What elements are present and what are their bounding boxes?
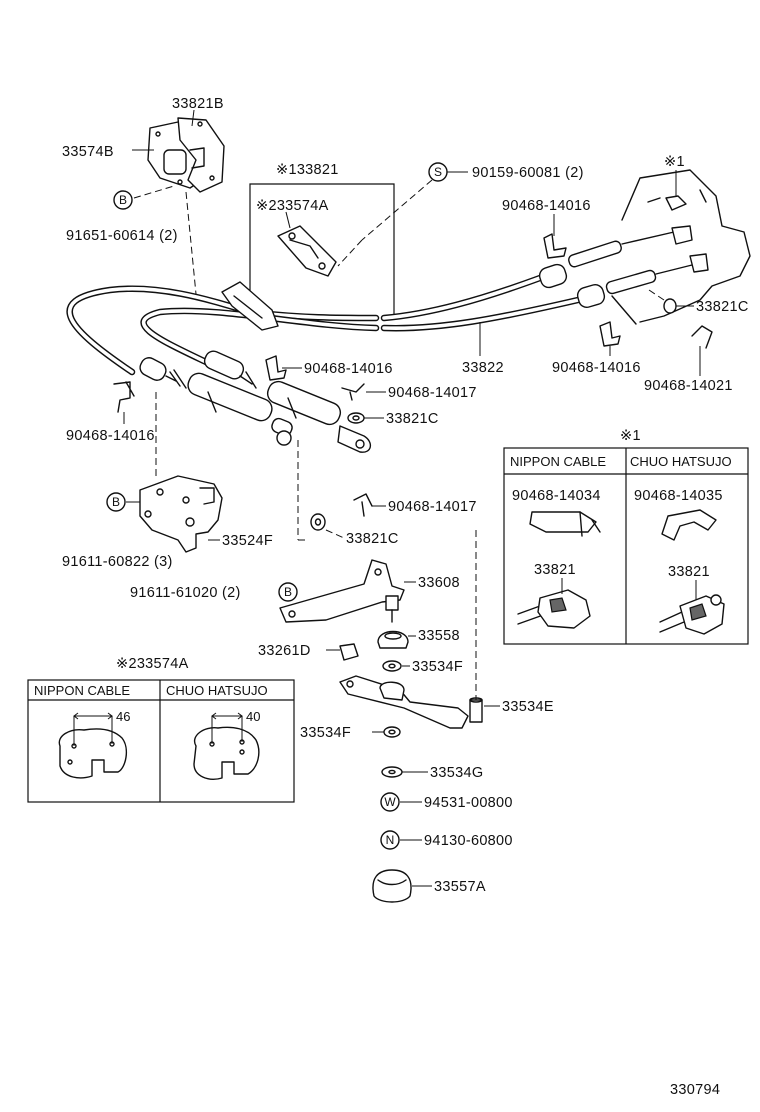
washer-33534F-b bbox=[383, 726, 401, 738]
svg-text:B: B bbox=[112, 495, 120, 509]
clip-90468-14034-drawing bbox=[529, 511, 601, 537]
svg-text:B: B bbox=[284, 585, 292, 599]
label-33821B: 33821B bbox=[172, 96, 224, 112]
label-33557A: 33557A bbox=[434, 879, 486, 895]
label-90159-60081: 90159-60081 (2) bbox=[472, 165, 584, 181]
svg-text:W: W bbox=[384, 795, 396, 809]
label-133821: ※133821 bbox=[276, 162, 339, 178]
label-33534F-b: 33534F bbox=[300, 725, 351, 741]
marker-b-1: B bbox=[113, 190, 133, 210]
clip-90468-14016-d bbox=[113, 381, 135, 413]
label-90468-14017-b: 90468-14017 bbox=[388, 499, 477, 515]
label-star1-top: ※1 bbox=[664, 154, 685, 170]
washer-33821C-b bbox=[347, 412, 365, 424]
lever-33608 bbox=[279, 559, 405, 623]
plate-33574A bbox=[277, 225, 337, 277]
label-91611-60822: 91611-60822 (3) bbox=[62, 554, 173, 570]
clip-90468-14016-c bbox=[265, 355, 287, 381]
bracket-33524F bbox=[139, 475, 223, 553]
label-90468-14017-a: 90468-14017 bbox=[388, 385, 477, 401]
label-33534E: 33534E bbox=[502, 699, 554, 715]
table-right-col1-clip: 90468-14034 bbox=[512, 488, 601, 504]
label-33558: 33558 bbox=[418, 628, 460, 644]
table-left-col1-dim: 46 bbox=[116, 709, 130, 724]
drawing-number: 330794 bbox=[670, 1082, 720, 1098]
label-33821C-c: 33821C bbox=[346, 531, 399, 547]
label-33524F: 33524F bbox=[222, 533, 273, 549]
bushing-33557A bbox=[372, 869, 412, 903]
label-33822: 33822 bbox=[462, 360, 504, 376]
clip-90468-14016-b bbox=[599, 321, 621, 347]
cable-end-upper-left bbox=[139, 357, 293, 446]
transmission-housing bbox=[611, 169, 751, 325]
washer-33821C-c bbox=[310, 513, 326, 531]
table-right-col2-header: CHUO HATSUJO bbox=[630, 454, 732, 469]
cable-clamp-33821 bbox=[221, 281, 279, 331]
table-right-col1-header: NIPPON CABLE bbox=[510, 454, 606, 469]
svg-text:S: S bbox=[434, 165, 442, 179]
label-94531-00800: 94531-00800 bbox=[424, 795, 513, 811]
marker-b-2: B bbox=[106, 492, 126, 512]
marker-b-3: B bbox=[278, 582, 298, 602]
label-33821C-b: 33821C bbox=[386, 411, 439, 427]
label-90468-14016-b: 90468-14016 bbox=[552, 360, 641, 376]
label-33608: 33608 bbox=[418, 575, 460, 591]
clip-90468-14017-a bbox=[341, 383, 365, 401]
cable-lower bbox=[140, 296, 582, 366]
svg-text:B: B bbox=[119, 193, 127, 207]
clamp-nippon-drawing bbox=[517, 578, 591, 629]
cable-end-lower-left bbox=[203, 350, 371, 453]
washer-33534F-a bbox=[382, 660, 402, 672]
label-33261D: 33261D bbox=[258, 643, 311, 659]
cable-end-lower-right bbox=[576, 253, 709, 309]
plate-chuo-drawing bbox=[193, 712, 260, 780]
label-90468-14016-d: 90468-14016 bbox=[66, 428, 155, 444]
label-90468-14016-a: 90468-14016 bbox=[502, 198, 591, 214]
table-left-col2-dim: 40 bbox=[246, 709, 260, 724]
label-94130-60800: 94130-60800 bbox=[424, 833, 513, 849]
marker-s: S bbox=[428, 162, 448, 182]
bushing-33558 bbox=[377, 630, 409, 649]
svg-text:N: N bbox=[386, 833, 395, 847]
clip-90468-14016-a bbox=[543, 233, 567, 259]
marker-n: N bbox=[380, 830, 400, 850]
label-33821C-a: 33821C bbox=[696, 299, 749, 315]
table-right-col1-part: 33821 bbox=[534, 562, 576, 578]
washer-33821C-a bbox=[663, 298, 677, 314]
label-33574B: 33574B bbox=[62, 144, 114, 160]
table-left-title: ※233574A bbox=[116, 656, 189, 672]
table-left-col1-header: NIPPON CABLE bbox=[34, 683, 130, 698]
cable-end-upper-right bbox=[538, 225, 693, 289]
label-91611-61020: 91611-61020 (2) bbox=[130, 585, 241, 601]
label-91651-60614: 91651-60614 (2) bbox=[66, 228, 178, 244]
table-right-col2-clip: 90468-14035 bbox=[634, 488, 723, 504]
cap-33261D bbox=[339, 643, 359, 661]
plate-nippon-drawing bbox=[58, 712, 128, 779]
table-right-col2-part: 33821 bbox=[668, 564, 710, 580]
table-left: NIPPON CABLE CHUO HATSUJO 46 40 bbox=[27, 679, 295, 803]
marker-w: W bbox=[380, 792, 400, 812]
cable-upper bbox=[66, 274, 544, 376]
label-233574A-top: ※233574A bbox=[256, 198, 329, 214]
clip-90468-14017-b bbox=[353, 493, 373, 517]
label-90468-14016-c: 90468-14016 bbox=[304, 361, 393, 377]
clip-90468-14035-drawing bbox=[661, 509, 717, 541]
label-33534F-a: 33534F bbox=[412, 659, 463, 675]
label-90468-14021: 90468-14021 bbox=[644, 378, 733, 394]
clamp-chuo-drawing bbox=[659, 580, 725, 635]
bracket-33574B bbox=[147, 117, 225, 193]
table-right-title: ※1 bbox=[620, 428, 641, 444]
lever-33534E bbox=[339, 675, 483, 729]
clip-90468-14021 bbox=[691, 325, 713, 349]
label-33534G: 33534G bbox=[430, 765, 483, 781]
table-left-col2-header: CHUO HATSUJO bbox=[166, 683, 268, 698]
washer-33534G bbox=[381, 766, 403, 778]
table-right: NIPPON CABLE CHUO HATSUJO 90468-14034 90… bbox=[503, 447, 749, 645]
